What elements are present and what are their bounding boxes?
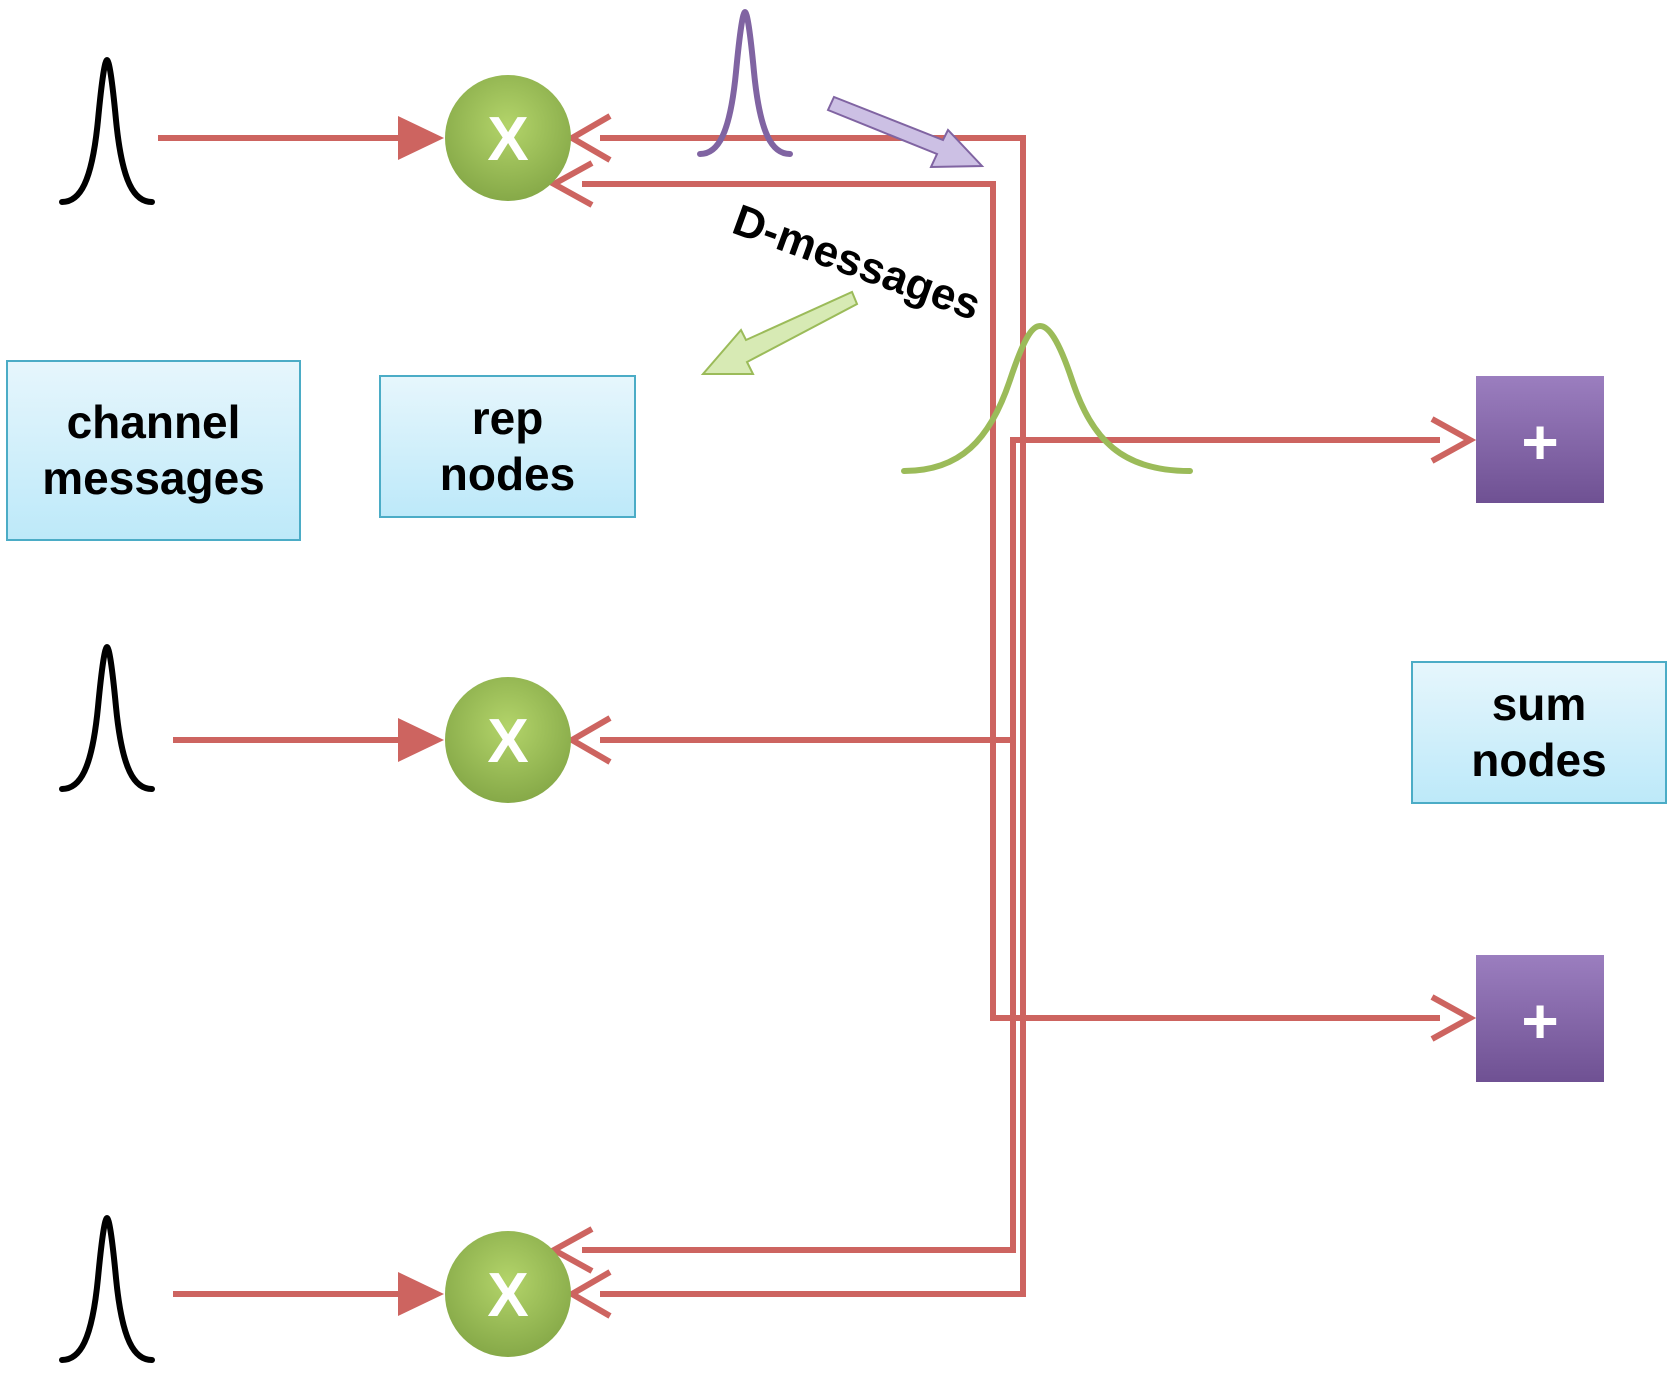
rep-nodes-line-2: nodes xyxy=(439,447,576,500)
channel-pulses xyxy=(59,56,155,1363)
sum-nodes-label: sum nodes xyxy=(1411,661,1667,804)
arrowhead-rep3-lower xyxy=(566,1269,612,1319)
arrowhead-rep2 xyxy=(566,715,612,765)
channel-pulse-1 xyxy=(59,56,155,205)
arrowhead-channel-1 xyxy=(398,116,444,160)
d-message-wide-pulse xyxy=(901,322,1193,474)
sum-nodes-line-1: sum xyxy=(1491,678,1587,731)
sum-nodes-line-2: nodes xyxy=(1471,733,1607,786)
arrowhead-sum1 xyxy=(1430,416,1477,464)
arrowhead-channel-3 xyxy=(398,1272,444,1316)
sum-node-1: + xyxy=(1476,376,1604,503)
rep-node-1: X xyxy=(445,75,571,201)
sum-node-symbol: + xyxy=(1521,406,1558,478)
arrowhead-channel-2 xyxy=(398,718,444,762)
channel-messages-line-1: channel xyxy=(66,396,241,449)
arrowheads xyxy=(398,113,1477,1319)
backward-direction-arrow xyxy=(700,290,859,375)
arrowhead-rep1-lower xyxy=(547,160,594,208)
channel-pulse-2 xyxy=(59,643,155,792)
rep-nodes-line-1: rep xyxy=(471,392,544,445)
d-messages-label: D-messages xyxy=(727,195,987,330)
forward-direction-arrow xyxy=(826,95,985,169)
arrowhead-rep3-upper xyxy=(547,1226,594,1274)
channel-messages-label: channel messages xyxy=(6,360,301,541)
rep-node-symbol: X xyxy=(487,707,528,776)
channel-messages-line-2: messages xyxy=(42,451,265,504)
arrowhead-sum2 xyxy=(1430,994,1477,1042)
rep-nodes-label: rep nodes xyxy=(379,375,636,518)
edge-rep1-upper xyxy=(600,135,1026,1297)
edge-rep1-lower xyxy=(582,181,1440,1021)
rep-node-2: X xyxy=(445,677,571,803)
arrowhead-rep1-upper xyxy=(566,113,612,163)
channel-pulse-3 xyxy=(59,1214,155,1363)
sum-node-2: + xyxy=(1476,955,1604,1082)
edge-sum1 xyxy=(582,437,1440,1253)
rep-node-3: X xyxy=(445,1231,571,1357)
rep-node-symbol: X xyxy=(487,105,528,174)
edges xyxy=(158,135,1440,1297)
rep-node-symbol: X xyxy=(487,1261,528,1330)
d-message-pulse xyxy=(697,8,793,157)
sum-node-symbol: + xyxy=(1521,985,1558,1057)
